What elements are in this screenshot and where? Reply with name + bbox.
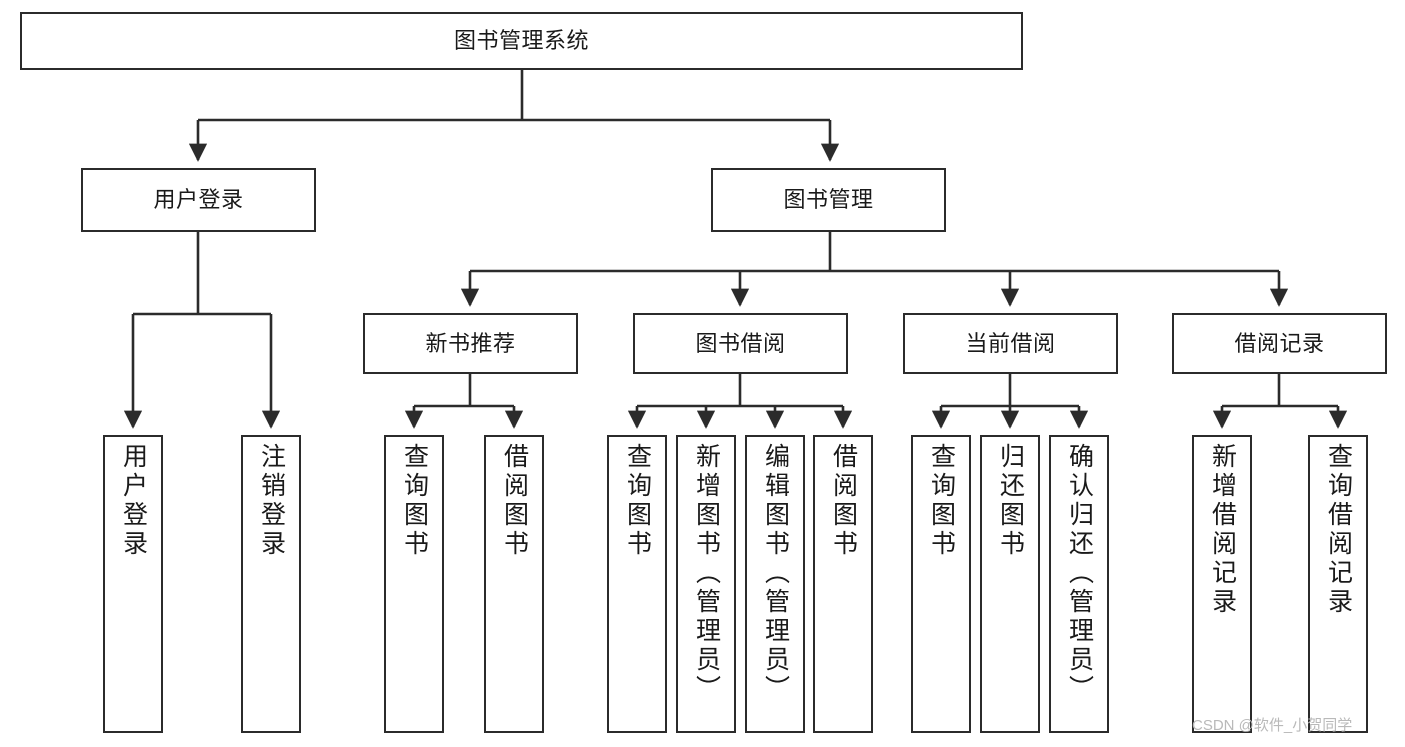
node-current-borrow[interactable]: 当前借阅 (903, 313, 1118, 374)
node-borrow-record[interactable]: 借阅记录 (1172, 313, 1387, 374)
node-leaf-query-borrow-record-label: 查询借阅记录 (1324, 443, 1353, 617)
node-leaf-confirm-return-label: 确认归还（管理员） (1065, 443, 1094, 704)
node-book-management[interactable]: 图书管理 (711, 168, 946, 232)
node-leaf-add-borrow-record[interactable]: 新增借阅记录 (1192, 435, 1252, 733)
node-leaf-confirm-return[interactable]: 确认归还（管理员） (1049, 435, 1109, 733)
node-leaf-query-book-3-label: 查询图书 (927, 443, 956, 559)
node-leaf-user-login[interactable]: 用户登录 (103, 435, 163, 733)
node-book-borrow[interactable]: 图书借阅 (633, 313, 848, 374)
node-leaf-borrow-book-1[interactable]: 借阅图书 (484, 435, 544, 733)
node-leaf-borrow-book-1-label: 借阅图书 (500, 443, 529, 559)
node-leaf-query-book-2-label: 查询图书 (623, 443, 652, 559)
node-leaf-query-borrow-record[interactable]: 查询借阅记录 (1308, 435, 1368, 733)
node-book-management-label: 图书管理 (783, 187, 874, 213)
node-root[interactable]: 图书管理系统 (20, 12, 1023, 70)
node-leaf-query-book-1[interactable]: 查询图书 (384, 435, 444, 733)
node-leaf-query-book-2[interactable]: 查询图书 (607, 435, 667, 733)
node-leaf-edit-book[interactable]: 编辑图书（管理员） (745, 435, 805, 733)
node-leaf-add-book-label: 新增图书（管理员） (692, 443, 721, 704)
node-user-login[interactable]: 用户登录 (81, 168, 316, 232)
node-book-borrow-label: 图书借阅 (695, 330, 786, 356)
node-leaf-add-book[interactable]: 新增图书（管理员） (676, 435, 736, 733)
node-leaf-borrow-book-2[interactable]: 借阅图书 (813, 435, 873, 733)
node-new-book-recommend-label: 新书推荐 (425, 330, 516, 356)
node-leaf-borrow-book-2-label: 借阅图书 (829, 443, 858, 559)
node-leaf-return-book-label: 归还图书 (996, 443, 1025, 559)
node-leaf-logout-login-label: 注销登录 (257, 443, 286, 559)
csdn-watermark: CSDN @软件_小贺同学 (1192, 717, 1353, 734)
node-current-borrow-label: 当前借阅 (965, 330, 1056, 356)
node-borrow-record-label: 借阅记录 (1234, 330, 1325, 356)
node-leaf-query-book-1-label: 查询图书 (400, 443, 429, 559)
node-leaf-user-login-label: 用户登录 (119, 443, 148, 559)
node-leaf-edit-book-label: 编辑图书（管理员） (761, 443, 790, 704)
node-leaf-logout-login[interactable]: 注销登录 (241, 435, 301, 733)
node-new-book-recommend[interactable]: 新书推荐 (363, 313, 578, 374)
node-leaf-add-borrow-record-label: 新增借阅记录 (1208, 443, 1237, 617)
node-user-login-label: 用户登录 (153, 187, 244, 213)
node-leaf-query-book-3[interactable]: 查询图书 (911, 435, 971, 733)
node-root-label: 图书管理系统 (453, 28, 589, 54)
node-leaf-return-book[interactable]: 归还图书 (980, 435, 1040, 733)
